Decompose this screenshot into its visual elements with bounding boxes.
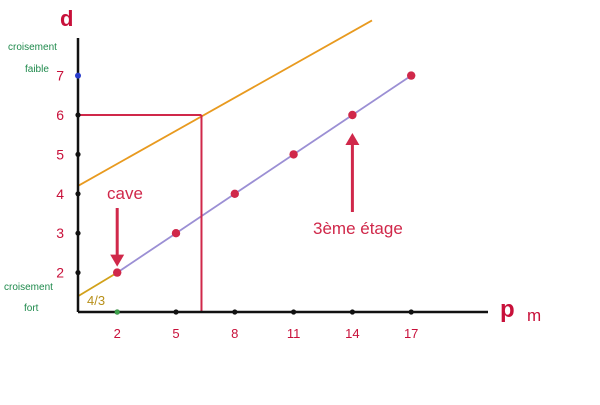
data-point-5 [348, 110, 357, 120]
croisement-fort-line1: croisement [4, 282, 53, 293]
axes: d p m [60, 6, 541, 325]
x-tick-dot-5 [349, 309, 355, 315]
etage-arrow [345, 133, 360, 212]
croisement-faible-marker [75, 72, 81, 79]
cave-arrow [110, 208, 125, 267]
x-tick-dot-6 [408, 309, 414, 315]
axis-ticks: 2 5 8 11 14 17 2 3 4 5 6 7 [56, 68, 418, 341]
x-axis-label: p [500, 296, 515, 323]
data-point-6 [407, 71, 416, 80]
x-tick-label-6: 17 [404, 326, 418, 341]
croisement-faible-line2: faible [25, 64, 49, 75]
intercept-label: 4/3 [87, 293, 105, 308]
cave-label: cave [107, 184, 143, 203]
croisement-fort-marker [114, 309, 120, 315]
series-line-2 [77, 19, 373, 187]
y-tick-label-6: 7 [56, 68, 64, 84]
croisement-faible-line1: croisement [8, 42, 57, 53]
x-tick-label-4: 11 [287, 326, 301, 341]
y-tick-dot-3 [75, 191, 81, 197]
y-tick-label-3: 4 [56, 186, 64, 202]
y-tick-label-1: 2 [56, 265, 64, 281]
y-tick-dot-1 [75, 270, 81, 276]
series-line-1 [116, 74, 412, 274]
series-lines [77, 19, 412, 298]
data-point-3 [230, 189, 239, 198]
x-tick-label-3: 8 [231, 326, 238, 341]
x-axis-unit: m [527, 306, 541, 325]
x-tick-dot-3 [232, 309, 238, 315]
x-tick-label-1: 2 [114, 326, 121, 341]
y-tick-label-2: 3 [56, 225, 64, 241]
y-tick-label-4: 5 [56, 146, 64, 162]
x-tick-label-2: 5 [172, 326, 179, 341]
y-tick-dot-4 [75, 151, 81, 157]
annotations: croisement faible croisement fort 4/3 ca… [4, 42, 403, 314]
y-tick-label-5: 6 [56, 107, 64, 123]
data-point-2 [171, 229, 181, 238]
croisement-fort-line2: fort [24, 303, 39, 314]
reference-lines [78, 114, 203, 312]
x-tick-dot-2 [173, 309, 179, 315]
series-line-3 [77, 271, 118, 298]
x-tick-dot-4 [291, 309, 297, 315]
data-points [113, 71, 416, 277]
y-tick-dot-5 [75, 112, 81, 118]
data-point-4 [289, 150, 298, 159]
y-tick-dot-2 [75, 230, 81, 236]
x-tick-label-5: 14 [345, 326, 359, 341]
etage-label: 3ème étage [313, 219, 403, 238]
data-point-1 [113, 268, 122, 277]
y-axis-label: d [60, 6, 73, 31]
